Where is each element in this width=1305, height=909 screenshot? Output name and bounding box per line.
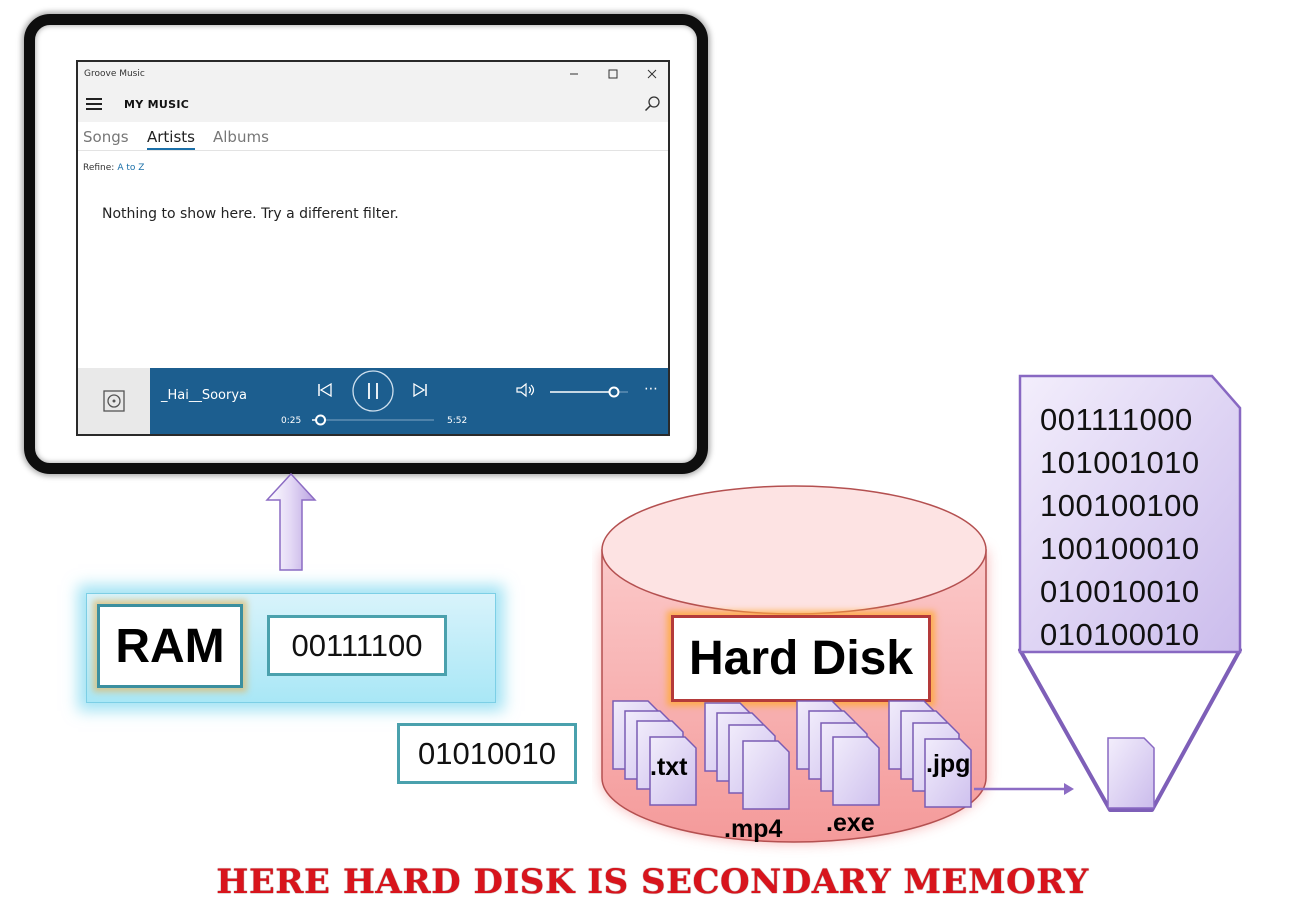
ram-bits: 00111100 [267,615,447,676]
right-arrow [974,783,1074,795]
volume-icon[interactable] [515,382,537,402]
window-title: Groove Music [84,69,145,79]
next-track-icon[interactable] [411,382,429,402]
tab-bar: Songs Artists Albums [78,124,668,151]
maximize-icon[interactable] [601,64,625,84]
tab-albums[interactable]: Albums [213,128,269,146]
total-duration: 5:52 [447,416,468,426]
tab-songs[interactable]: Songs [83,128,129,146]
exe-extension: .exe [826,809,875,837]
refine-label: Refine: [83,163,115,173]
exe-file-stack [796,700,880,806]
pause-button[interactable] [351,369,395,417]
refine-dropdown[interactable]: A to Z [117,163,145,173]
volume-slider[interactable] [544,384,634,403]
txt-extension: .txt [650,753,688,781]
groove-music-window: Groove Music MY MUSIC Songs Artists Albu… [78,62,668,434]
minimize-icon[interactable] [562,64,586,84]
tab-artists[interactable]: Artists [147,128,195,150]
elapsed-time: 0:25 [281,416,302,426]
up-arrow [265,472,317,571]
track-title[interactable]: _Hai__Soorya [161,388,248,403]
app-header: MY MUSIC [78,86,668,122]
refine-filter: Refine:A to Z [83,163,144,173]
slider-thumb [608,386,620,398]
page-title: MY MUSIC [124,98,190,111]
album-placeholder-icon [103,390,125,412]
more-options-icon[interactable]: ⋯ [644,381,658,397]
empty-state-message: Nothing to show here. Try a different fi… [102,206,399,222]
transfer-bits: 01010010 [397,723,577,784]
binary-line: 100100100 [1040,488,1200,523]
seek-bar[interactable] [306,412,440,431]
hard-disk-label: Hard Disk [671,615,931,702]
binary-line: 001111000 [1040,402,1193,437]
close-icon[interactable] [640,64,664,84]
album-art[interactable] [78,368,150,434]
binary-document [1018,374,1242,812]
ram-label: RAM [97,604,243,688]
caption: HERE HARD DISK IS SECONDARY MEMORY [216,862,1089,902]
jpg-extension: .jpg [926,750,971,778]
binary-line: 100100010 [1040,531,1200,566]
now-playing-bar: _Hai__Soorya ⋯ 0:25 5:52 [78,368,668,434]
slider-thumb [315,414,327,426]
binary-lines: 001111000 101001010 100100100 100100010 … [1040,398,1200,656]
binary-line: 010100010 [1040,617,1200,652]
binary-line: 010010010 [1040,574,1200,609]
search-icon[interactable] [644,96,660,112]
binary-line: 101001010 [1040,445,1200,480]
title-bar: Groove Music [78,62,668,86]
hamburger-menu-icon[interactable] [86,98,102,110]
previous-track-icon[interactable] [316,382,334,402]
mp4-file-stack [704,702,790,810]
mp4-extension: .mp4 [724,815,783,843]
